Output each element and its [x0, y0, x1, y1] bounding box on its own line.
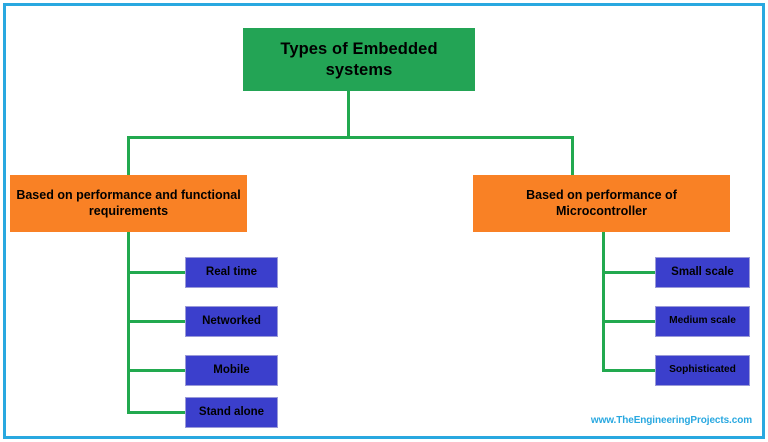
node-mobile[interactable]: Mobile: [185, 355, 278, 386]
connector-branch-sophisticated: [602, 369, 656, 372]
connector-branch-real-time: [127, 271, 186, 274]
connector-branch-stand-alone: [127, 411, 186, 414]
node-medium-scale[interactable]: Medium scale: [655, 306, 750, 337]
connector-branch-medium-scale: [602, 320, 656, 323]
node-small-scale[interactable]: Small scale: [655, 257, 750, 288]
footer-website-url[interactable]: www.TheEngineeringProjects.com: [590, 415, 752, 426]
node-networked[interactable]: Networked: [185, 306, 278, 337]
connector-branch-networked: [127, 320, 186, 323]
node-types-of-embedded-systems[interactable]: Types of Embedded systems: [243, 28, 475, 91]
node-real-time[interactable]: Real time: [185, 257, 278, 288]
connector-left-category-drop: [127, 136, 130, 176]
connector-left-trunk: [127, 232, 130, 414]
node-sophisticated[interactable]: Sophisticated: [655, 355, 750, 386]
connector-root-stem: [347, 91, 350, 138]
connector-right-trunk: [602, 232, 605, 372]
connector-root-bus: [127, 136, 574, 139]
node-based-on-performance-and-functional-requirements[interactable]: Based on performance and functional requ…: [10, 175, 247, 232]
node-based-on-performance-of-microcontroller[interactable]: Based on performance of Microcontroller: [473, 175, 730, 232]
connector-branch-mobile: [127, 369, 186, 372]
node-stand-alone[interactable]: Stand alone: [185, 397, 278, 428]
connector-branch-small-scale: [602, 271, 656, 274]
connector-right-category-drop: [571, 136, 574, 176]
